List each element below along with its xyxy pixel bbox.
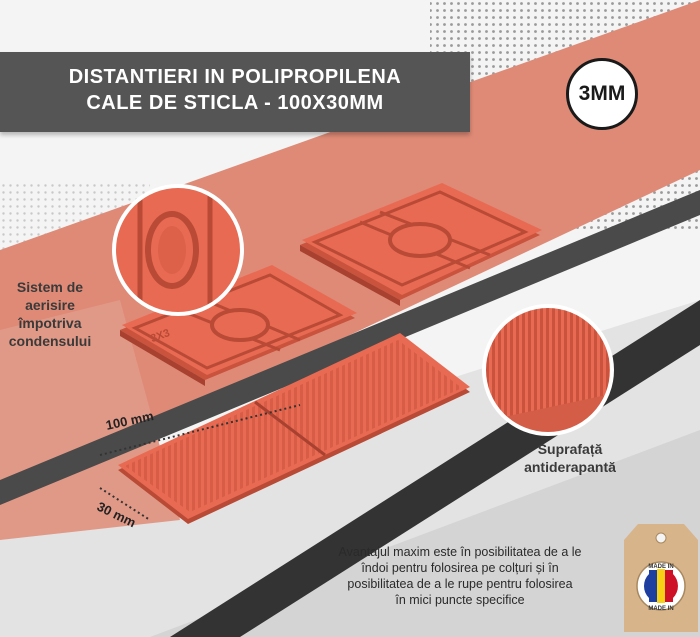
product-stamp: 3X3 xyxy=(149,327,172,344)
magnifier-ventilation xyxy=(112,184,244,316)
svg-text:3X3: 3X3 xyxy=(149,327,172,344)
title-line-2: CALE DE STICLA - 100X30MM xyxy=(86,92,384,114)
svg-text:MADE IN: MADE IN xyxy=(648,564,673,570)
made-in-tag: MADE IN MADE IN xyxy=(624,524,698,632)
title-banner: DISTANTIERI IN POLIPROPILENA CALE DE STI… xyxy=(0,52,470,132)
description: Avantajul maxim este în posibilitatea de… xyxy=(338,545,582,607)
dimension-line-length xyxy=(99,404,301,456)
spacer-ridged xyxy=(118,333,470,524)
surface-label: Suprafață antiderapantă xyxy=(524,441,616,475)
ventilation-label: Sistem de aerisire împotriva condensului xyxy=(8,279,92,349)
title-line-1: DISTANTIERI IN POLIPROPILENA xyxy=(68,66,402,88)
svg-text:MADE IN: MADE IN xyxy=(648,606,673,612)
romania-flag-icon xyxy=(644,569,678,603)
thickness-badge: 3MM xyxy=(566,58,638,130)
spacer-waffle-upper xyxy=(300,183,542,306)
dark-band xyxy=(0,190,700,505)
